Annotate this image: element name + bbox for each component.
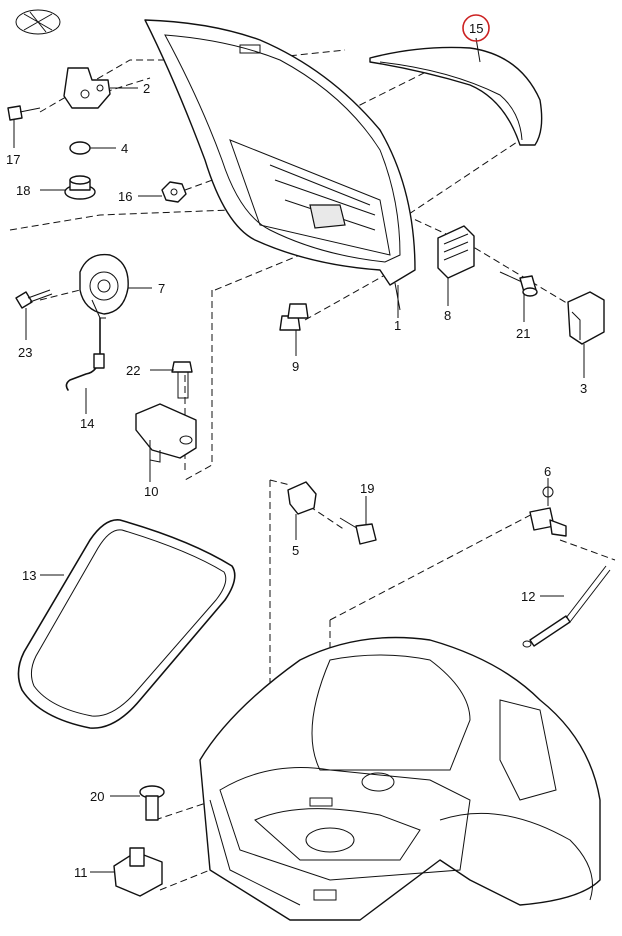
callout-label-9: 9	[292, 359, 299, 374]
ball-stud-part	[529, 486, 567, 537]
callout-label-11: 11	[74, 865, 88, 880]
bolt-21-part	[499, 271, 538, 297]
callout-label-3: 3	[580, 381, 587, 396]
callout-label-20: 20	[90, 789, 104, 804]
rear-window-glass-part	[17, 519, 236, 729]
lock-actuator-part	[79, 253, 129, 319]
clip-part	[287, 481, 317, 515]
screw-19-part	[339, 517, 377, 545]
callout-label-5: 5	[292, 543, 299, 558]
latch-part	[113, 847, 163, 897]
tailgate-lid-part	[144, 19, 416, 311]
manufacturer-logo-icon	[15, 9, 61, 35]
callout-label-14: 14	[80, 416, 94, 431]
callout-label-1: 1	[394, 318, 401, 333]
callout-label-2: 2	[143, 81, 150, 96]
callout-label-10: 10	[144, 484, 158, 499]
trim-cap-part	[567, 291, 605, 345]
callout-label-8: 8	[444, 308, 451, 323]
leader-lines	[13, 37, 585, 873]
bushing-part	[64, 175, 96, 200]
cable-end-part	[93, 353, 105, 369]
callout-labels: 2 17 4 18 16 15 7 23 14 22 10 9 1 8 21 3…	[6, 21, 587, 880]
callout-label-22: 22	[126, 363, 140, 378]
callout-label-6: 6	[544, 464, 551, 479]
plug-part	[139, 785, 165, 821]
nut-part	[161, 181, 187, 203]
callout-label-18: 18	[16, 183, 30, 198]
gas-strut-part	[522, 565, 611, 648]
highlight-circle	[462, 14, 490, 42]
callout-label-12: 12	[521, 589, 535, 604]
screw-22-part	[171, 361, 193, 399]
rubber-bumper-part	[279, 303, 309, 331]
spoiler-part	[369, 46, 543, 146]
hinge-part	[63, 67, 111, 109]
striker-bracket-part	[135, 403, 197, 463]
washer-part	[69, 141, 91, 155]
screw-23-part	[15, 289, 53, 309]
callout-label-21: 21	[516, 326, 530, 341]
callout-label-4: 4	[121, 141, 128, 156]
bolt-17-part	[7, 105, 41, 121]
callout-label-16: 16	[118, 189, 132, 204]
callout-label-17: 17	[6, 152, 20, 167]
callout-label-23: 23	[18, 345, 32, 360]
callout-label-13: 13	[22, 568, 36, 583]
car-body-rear-part	[199, 636, 601, 921]
callout-label-15: 15	[469, 21, 483, 36]
handle-switch-part	[437, 225, 475, 279]
callout-label-7: 7	[158, 281, 165, 296]
callout-label-19: 19	[360, 481, 374, 496]
